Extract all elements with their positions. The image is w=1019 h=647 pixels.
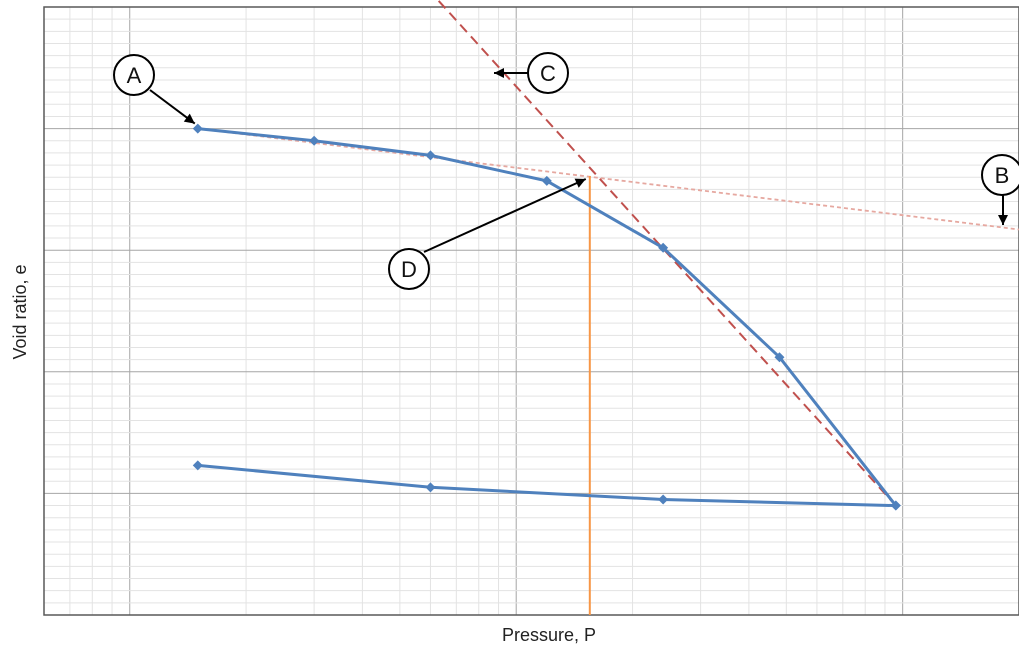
chart-markers: [192, 123, 901, 511]
data-point: [192, 460, 203, 471]
unloading-curve: [197, 463, 896, 508]
callouts: A B C D: [113, 52, 1019, 290]
callout-label: C: [540, 61, 556, 86]
data-point: [658, 242, 669, 253]
data-point: [541, 175, 552, 186]
callout-label: A: [127, 63, 142, 88]
callout-B: B: [981, 154, 1019, 196]
data-point: [890, 500, 901, 511]
grid: [43, 7, 1019, 615]
callout-D: D: [388, 248, 430, 290]
data-point: [309, 135, 320, 146]
y-axis-title: Void ratio, e: [10, 264, 30, 359]
arrow-D: [423, 178, 587, 253]
data-point: [658, 494, 669, 505]
x-axis-title: Pressure, P: [502, 625, 596, 645]
tangent-line-B: [197, 127, 1019, 231]
callout-label: B: [995, 163, 1010, 188]
chart-lines: [197, 0, 1019, 615]
callout-label: D: [401, 257, 417, 282]
plot-frame: [43, 6, 1019, 616]
data-point: [774, 352, 785, 363]
data-point: [192, 123, 203, 134]
callout-C: C: [527, 52, 569, 94]
callout-A: A: [113, 54, 155, 96]
arrow-C: [494, 68, 528, 78]
arrow-B: [998, 195, 1008, 225]
arrow-A: [149, 89, 196, 125]
data-point: [425, 482, 436, 493]
data-point: [425, 150, 436, 161]
